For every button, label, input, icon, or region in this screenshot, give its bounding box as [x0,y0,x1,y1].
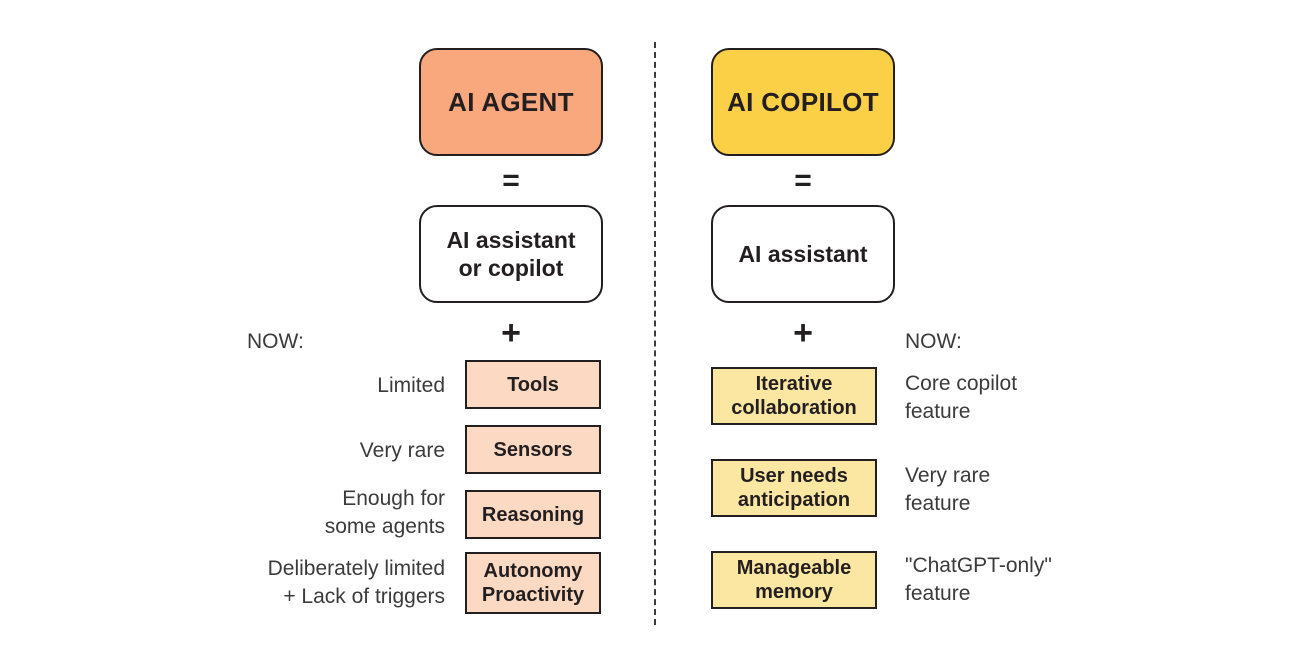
equals-sign-right: = [794,164,812,197]
copilot-feature-iterative-text: Iterative collaboration [731,372,857,420]
copilot-feature-memory-line2: memory [755,581,833,603]
copilot-feature-iterative-line2: collaboration [731,397,857,419]
agent-feature-box-reasoning: Reasoning [465,490,601,539]
ai-agent-base-box: AI assistant or copilot [419,205,603,303]
agent-feature-box-autonomy: Autonomy Proactivity [465,552,601,614]
copilot-note-userneeds-line2: feature [905,491,971,515]
ai-copilot-base-box: AI assistant [711,205,895,303]
agent-feature-autonomy-text: Autonomy Proactivity [482,559,584,607]
ai-agent-base-line1: AI assistant [446,226,576,253]
copilot-note-userneeds-line1: Very rare [905,464,991,487]
copilot-feature-userneeds-line2: anticipation [737,489,851,511]
now-label-right: NOW: [905,330,962,353]
copilot-note-memory-line1: "ChatGPT-only" [905,554,1052,577]
copilot-note-user-needs-anticipation: Very rare feature [905,462,1165,517]
ai-agent-base-text: AI assistant or copilot [446,226,575,282]
ai-copilot-header-box: AI COPILOT [711,48,895,156]
agent-feature-autonomy-line1: Autonomy [483,560,583,582]
copilot-note-memory-line2: feature [905,581,971,605]
copilot-feature-box-user-needs-anticipation: User needs anticipation [711,459,877,517]
agent-note-reasoning-line1: Enough for [342,487,445,510]
agent-note-tools: Limited [240,372,445,400]
copilot-feature-box-iterative-collaboration: Iterative collaboration [711,367,877,425]
copilot-feature-userneeds-text: User needs anticipation [738,464,850,512]
copilot-feature-memory-line1: Manageable [736,557,852,579]
agent-feature-sensors-label: Sensors [493,438,573,461]
copilot-feature-userneeds-line1: User needs [740,465,848,487]
agent-feature-tools-label: Tools [507,373,559,396]
agent-note-tools-line1: Limited [377,374,445,397]
copilot-note-manageable-memory: "ChatGPT-only" feature [905,552,1165,607]
ai-agent-column: AI AGENT = AI assistant or copilot + NOW… [0,0,654,656]
ai-agent-header-box: AI AGENT [419,48,603,156]
copilot-note-iterative-line2: feature [905,399,971,423]
agent-note-autonomy: Deliberately limited + Lack of triggers [192,555,445,610]
equals-sign-left: = [502,164,520,197]
copilot-note-iterative-line1: Core copilot [905,372,1018,395]
ai-copilot-base-line1: AI assistant [738,240,868,267]
agent-note-sensors-line1: Very rare [359,439,445,462]
agent-note-autonomy-line1: Deliberately limited [267,557,445,580]
agent-note-sensors: Very rare [240,437,445,465]
agent-feature-box-tools: Tools [465,360,601,409]
agent-note-reasoning-line2: some agents [324,514,445,538]
plus-sign-right: + [793,314,813,352]
column-divider [654,42,656,625]
now-label-left: NOW: [247,330,304,353]
copilot-feature-iterative-line1: Iterative [755,373,833,395]
plus-sign-left: + [501,314,521,352]
ai-agent-base-line2: or copilot [458,255,564,281]
copilot-feature-memory-text: Manageable memory [737,556,851,604]
agent-feature-autonomy-line2: Proactivity [481,584,585,606]
copilot-note-iterative-collaboration: Core copilot feature [905,370,1165,425]
agent-note-autonomy-line2: + Lack of triggers [283,584,445,608]
copilot-feature-box-manageable-memory: Manageable memory [711,551,877,609]
agent-feature-reasoning-label: Reasoning [481,503,585,526]
agent-feature-box-sensors: Sensors [465,425,601,474]
agent-note-reasoning: Enough for some agents [240,485,445,540]
